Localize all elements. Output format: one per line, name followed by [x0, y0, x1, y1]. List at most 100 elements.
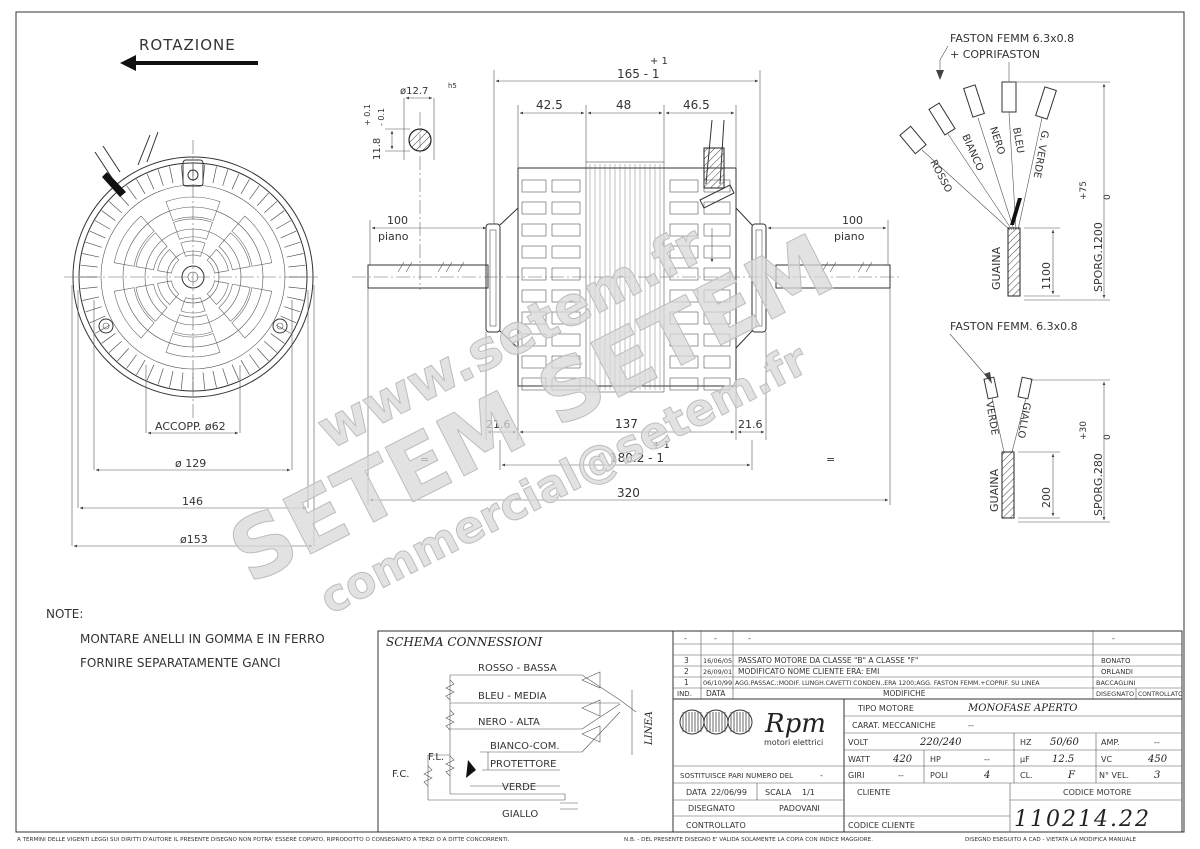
revision-table: - - - - 3 16/06/05 PASSATO MOTORE DA CLA…	[677, 634, 1183, 698]
rotation-indicator: ROTAZIONE	[120, 36, 258, 71]
tipo-label: TIPO MOTORE	[857, 704, 914, 713]
wire-label-rosso: ROSSO	[927, 158, 953, 195]
plane-left-value: 100	[387, 214, 408, 227]
sheath-length-top: 1100	[1040, 262, 1053, 290]
vc-value: 450	[1147, 754, 1168, 765]
dim-equal-left: =	[420, 453, 429, 466]
codice-cliente-label: CODICE CLIENTE	[848, 821, 915, 830]
nvel-label: N° VEL.	[1099, 771, 1129, 780]
sporg-bottom-tol: +30	[1079, 421, 1089, 440]
tipo-value: MONOFASE APERTO	[967, 703, 1077, 714]
dim-146: 146	[182, 495, 203, 508]
footer-right: DISEGNO ESEGUITO A CAD - VIETATA LA MODI…	[965, 837, 1137, 843]
rev-row-1-ind: 1	[684, 678, 689, 687]
plane-right-label: piano	[834, 230, 865, 243]
rev-row-0-desc: -	[748, 634, 751, 643]
dim-180: 180.2 - 1	[610, 451, 664, 465]
codice-motore-label: CODICE MOTORE	[1063, 788, 1132, 797]
sheath-length-bottom: 200	[1040, 487, 1053, 508]
rev-row-3-ind: 3	[684, 656, 689, 665]
dim-153: ø153	[180, 533, 208, 546]
amp-value: --	[1154, 738, 1160, 747]
company-logo: Rpm motori elettrici	[679, 709, 826, 747]
dim-equal-right: =	[826, 453, 835, 466]
shaft-flat-tol-plus: + 0.1	[363, 104, 372, 126]
faston-bottom-label: FASTON FEMM. 6.3x0.8	[950, 320, 1078, 333]
schema-rosso: ROSSO - BASSA	[478, 663, 557, 674]
schema-bleu: BLEU - MEDIA	[478, 691, 547, 702]
sporg-top-zero: 0	[1103, 194, 1113, 200]
logo-sub: motori elettrici	[764, 738, 823, 747]
amp-label: AMP.	[1101, 738, 1120, 747]
notes: NOTE: MONTARE ANELLI IN GOMMA E IN FERRO…	[46, 607, 325, 670]
rev-row-2-data: 26/09/01	[703, 668, 732, 676]
wire-label-giallo-verde: G. VERDE	[1031, 129, 1050, 178]
dim-21-6-right: 21.6	[738, 418, 763, 431]
rev-header-ind: IND.	[677, 690, 692, 698]
shaft-flat: 11.8	[372, 138, 383, 160]
motor-front-view: ACCOPP. ø62 ø 129 146 ø153	[64, 131, 318, 548]
watt-label: WATT	[848, 755, 870, 764]
carat-label: CARAT. MECCANICHE	[852, 721, 936, 730]
dim-42-5: 42.5	[536, 98, 563, 112]
schema-protettore: PROTETTORE	[490, 759, 556, 770]
dim-137: 137	[615, 417, 638, 431]
plane-right-value: 100	[842, 214, 863, 227]
sporg-top: SPORG.1200	[1092, 222, 1105, 292]
rev-header-dis: DISEGNATO	[1096, 690, 1134, 698]
schema-bianco: BIANCO-COM.	[490, 741, 560, 752]
giri-label: GIRI	[848, 771, 864, 780]
sporg-bottom-zero: 0	[1103, 434, 1113, 440]
rev-header-mod: MODIFICHE	[883, 689, 926, 698]
wire-label-bleu: BLEU	[1010, 127, 1025, 155]
faston-top-label: FASTON FEMM 6.3x0.8	[950, 32, 1074, 45]
disegnato-value: PADOVANI	[779, 804, 820, 813]
notes-line-1: MONTARE ANELLI IN GOMMA E IN FERRO	[80, 632, 325, 646]
dim-46-5: 46.5	[683, 98, 710, 112]
dim-165-tol: + 1	[650, 56, 668, 67]
dim-180-tol: + 1	[652, 440, 670, 451]
notes-line-2: FORNIRE SEPARATAMENTE GANCI	[80, 656, 281, 670]
dim-48: 48	[616, 98, 631, 112]
uf-value: 12.5	[1052, 754, 1074, 765]
rev-row-2-ind: 2	[684, 667, 689, 676]
rotation-label: ROTAZIONE	[139, 36, 236, 54]
motor-data: TIPO MOTORE MONOFASE APERTO CARAT. MECCA…	[848, 703, 1168, 832]
dim-320: 320	[617, 486, 640, 500]
dim-129: ø 129	[175, 457, 206, 470]
notes-title: NOTE:	[46, 607, 83, 621]
footer-middle: N.B. - DEL PRESENTE DISEGNO E' VALIDA SO…	[624, 837, 873, 843]
cliente-label: CLIENTE	[857, 788, 890, 797]
wire-harness-top: FASTON FEMM 6.3x0.8 + COPRIFASTON ROSSO …	[899, 32, 1113, 301]
rev-row-2-desc: MODIFICATO NOME CLIENTE ERA: EMI	[738, 667, 879, 676]
rev-row-3-desc: PASSATO MOTORE DA CLASSE "B" A CLASSE "F…	[738, 656, 918, 665]
schema-fl: F.L.	[428, 752, 444, 763]
nvel-value: 3	[1154, 770, 1160, 781]
hp-label: HP	[930, 755, 941, 764]
rev-header-data: DATA	[706, 689, 726, 698]
sporg-bottom: SPORG.280	[1092, 453, 1105, 516]
wire-label-bianco: BIANCO	[959, 133, 985, 173]
hp-value: --	[984, 755, 990, 764]
sostituisce-value: -	[820, 771, 823, 780]
date-value: 22/06/99	[711, 788, 747, 797]
scale-value: 1/1	[802, 788, 815, 797]
dim-165: 165 - 1	[617, 67, 660, 81]
codice-motore-value: 110214.22	[1014, 807, 1151, 832]
plane-left-label: piano	[378, 230, 409, 243]
schema-title: SCHEMA CONNESSIONI	[386, 635, 542, 649]
vc-label: VC	[1101, 755, 1112, 764]
schema-fc: F.C.	[392, 769, 410, 780]
footer-left: A TERMINI DELLE VIGENTI LEGGI SUI DIRITT…	[17, 837, 510, 843]
scale-label: SCALA	[765, 788, 792, 797]
guaina-top: GUAINA	[990, 246, 1003, 290]
footer: A TERMINI DELLE VIGENTI LEGGI SUI DIRITT…	[17, 837, 1137, 843]
wire-harness-bottom: FASTON FEMM. 6.3x0.8 VERDE GIALLO GUAINA…	[949, 320, 1113, 523]
sostituisce-label: SOSTITUISCE PARI NUMERO DEL	[680, 772, 793, 780]
poli-value: 4	[983, 770, 990, 781]
hz-value: 50/60	[1050, 737, 1079, 748]
rev-row-1-data: 06/10/99	[703, 679, 732, 687]
sporg-top-tol: +75	[1079, 181, 1089, 200]
volt-value: 220/240	[919, 737, 962, 748]
